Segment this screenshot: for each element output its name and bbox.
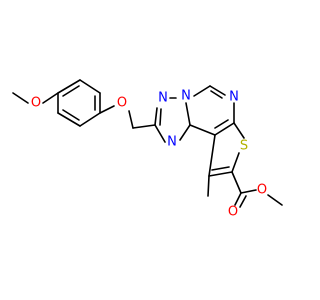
bond: [57, 79, 81, 94]
bond: [234, 192, 242, 206]
bond: [79, 112, 101, 127]
bond: [214, 119, 229, 129]
bond: [207, 175, 210, 197]
bond: [208, 134, 216, 177]
triazole-nitrogen-label: N: [158, 91, 168, 106]
bond: [189, 124, 216, 136]
atom-labels: O O N N N N S O O: [31, 89, 267, 220]
bond: [239, 195, 247, 208]
triazole-nitrogen-label: N: [167, 135, 177, 150]
ester-oxygen-label: O: [257, 183, 267, 198]
thiophene-sulfur-label: S: [240, 139, 248, 154]
ether-oxygen-label: O: [117, 96, 127, 111]
bond: [99, 105, 115, 114]
bond: [57, 112, 81, 127]
bonds: [12, 79, 283, 208]
bond: [240, 189, 257, 194]
bond: [233, 122, 245, 139]
pyrimidine-nitrogen-label: N: [229, 90, 239, 105]
molecule-structure: O O N N N N S O O: [12, 79, 283, 220]
bond: [159, 108, 162, 126]
bond: [62, 85, 80, 97]
bridge-nitrogen-label: N: [181, 89, 191, 104]
bond: [42, 92, 59, 104]
bond: [210, 90, 223, 99]
bond: [128, 110, 134, 129]
bond: [154, 107, 158, 126]
bond: [208, 171, 233, 177]
bond: [179, 124, 191, 141]
bond: [132, 124, 156, 129]
bond: [209, 85, 226, 96]
carbonyl-oxygen-label: O: [228, 205, 238, 220]
bond: [231, 171, 242, 194]
bond: [185, 102, 191, 126]
methoxy-oxygen-label: O: [31, 96, 41, 111]
bond: [231, 152, 240, 173]
bond: [12, 92, 29, 104]
bond: [193, 85, 211, 97]
bond: [214, 122, 235, 136]
bond: [62, 109, 80, 121]
bond: [79, 79, 101, 94]
bond: [154, 124, 166, 143]
bond: [211, 166, 230, 171]
bond: [267, 194, 283, 206]
